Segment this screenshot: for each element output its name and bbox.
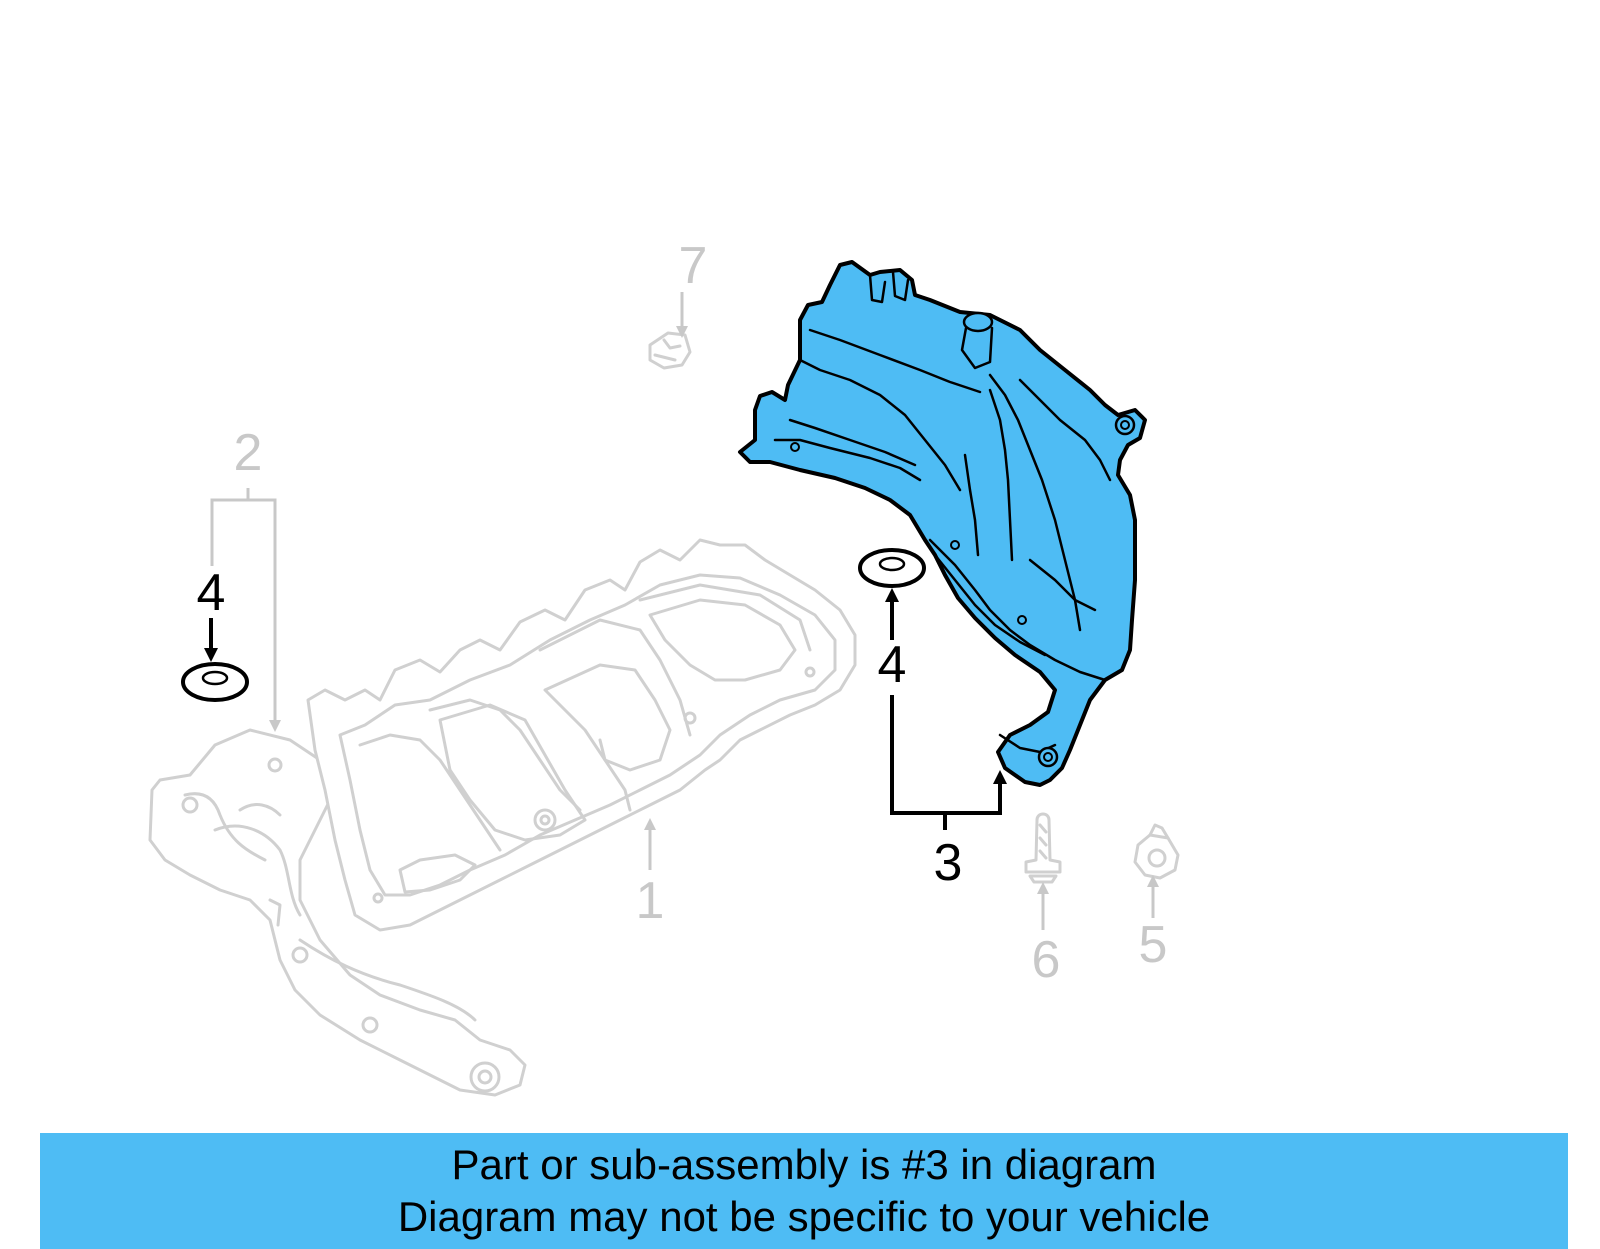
part-3-side-cover [738, 260, 1147, 787]
info-banner: Part or sub-assembly is #3 in diagram Di… [40, 1133, 1568, 1249]
leader-2 [210, 488, 281, 732]
callout-1: 1 [636, 872, 665, 930]
callout-5: 5 [1139, 916, 1168, 974]
part-6-bolt [1024, 812, 1062, 884]
part-5-clip-nut [1133, 823, 1180, 880]
callout-2: 2 [234, 424, 263, 482]
leader-3 [890, 695, 1007, 830]
callout-4-right: 4 [878, 636, 907, 694]
callout-3: 3 [934, 834, 963, 892]
callout-7: 7 [679, 237, 708, 295]
leader-5 [1147, 875, 1159, 918]
leader-1 [644, 818, 656, 870]
leader-7 [676, 292, 688, 338]
part-2-side-shield [148, 728, 527, 1097]
banner-line-2: Diagram may not be specific to your vehi… [397, 1193, 1211, 1240]
callout-4-left: 4 [197, 564, 226, 622]
callout-6: 6 [1032, 931, 1061, 989]
banner-line-1: Part or sub-assembly is #3 in diagram [451, 1141, 1157, 1188]
part-4-grommet-left [181, 662, 249, 702]
leader-4-left [204, 618, 218, 662]
part-7-clip [648, 331, 692, 370]
leader-4-right [885, 588, 899, 640]
part-4-grommet-right [858, 548, 926, 588]
part-1-engine-undercover [306, 538, 857, 932]
leader-6 [1037, 882, 1049, 930]
